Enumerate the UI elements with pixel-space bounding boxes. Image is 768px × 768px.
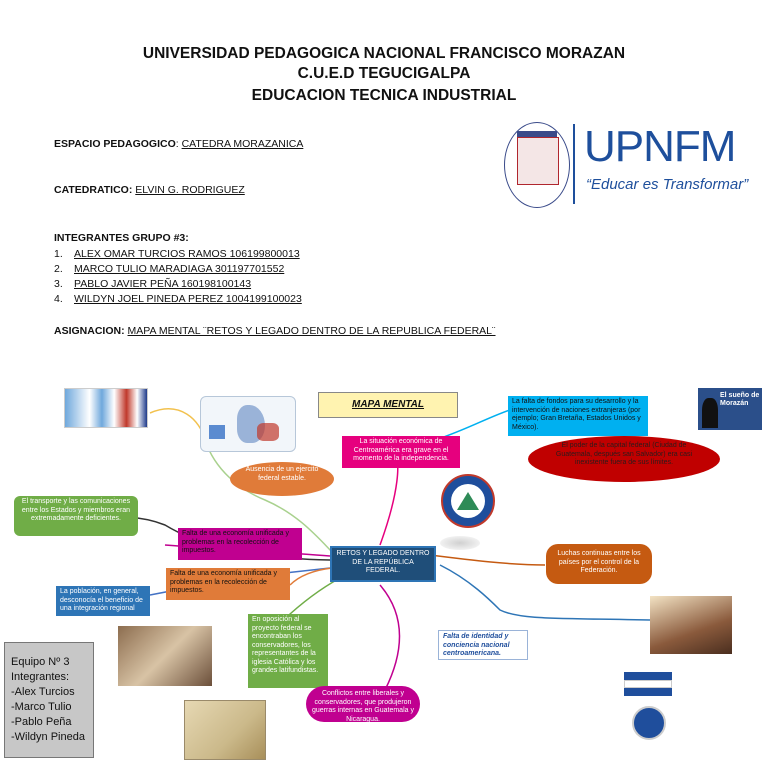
legend-line: Equipo Nº 3 — [11, 656, 70, 668]
mind-map-title: MAPA MENTAL — [318, 392, 458, 418]
member-item: 3.PABLO JAVIER PEÑA 160198100143 — [54, 278, 252, 290]
federal-flag-image — [624, 670, 674, 750]
node-economia-1: Falta de una economía unificada y proble… — [178, 528, 302, 560]
node-poblacion: La población, en general, desconocía el … — [56, 586, 150, 616]
node-luchas: Luchas continuas entre los países por el… — [546, 544, 652, 584]
espacio-label: ESPACIO PEDAGOGICO — [54, 138, 176, 150]
university-title: UNIVERSIDAD PEDAGOGICA NACIONAL FRANCISC… — [142, 45, 626, 62]
member-list: 1.ALEX OMAR TURCIOS RAMOS 106199800013 2… — [54, 247, 302, 307]
catedratico-value: ELVIN G. RODRIGUEZ — [135, 184, 245, 196]
integrantes-label: INTEGRANTES GRUPO #3: — [54, 232, 189, 244]
node-ejercito: Ausencia de un ejercito federal estable. — [230, 462, 334, 496]
legend-line: -Marco Tulio — [11, 701, 72, 713]
espacio-value: CATEDRA MORAZANICA — [181, 138, 304, 150]
espacio-line: ESPACIO PEDAGOGICO: CATEDRA MORAZANICA — [54, 138, 304, 150]
node-transporte: El transporte y las comunicaciones entre… — [14, 496, 138, 536]
node-situacion: La situación económica de Centroamérica … — [342, 436, 460, 468]
node-economia-2: Falta de una economía unificada y proble… — [166, 568, 290, 600]
morazan-image-label: El sueño de Morazán — [720, 392, 760, 407]
central-node: RETOS Y LEGADO DENTRO DE LA REPÚBLICA FE… — [330, 546, 436, 582]
asignacion-label: ASIGNACION: — [54, 325, 125, 337]
member-item: 4.WILDYN JOEL PINEDA PEREZ 1004199100023 — [54, 293, 302, 305]
shadow-decoration — [440, 536, 480, 550]
legend-line: -Alex Turcios — [11, 686, 75, 698]
node-poder: El poder de la capital federal (Ciudad d… — [528, 436, 720, 482]
legend-line: Integrantes: — [11, 671, 70, 683]
university-seal-icon — [504, 122, 570, 208]
node-identidad: Falta de identidad y conciencia nacional… — [438, 630, 528, 660]
upnfm-logo: UPNFM “Educar es Transformar” — [500, 118, 760, 210]
logo-text: UPNFM — [584, 122, 736, 171]
old-map-image — [184, 700, 266, 760]
morazan-image: El sueño de Morazán — [698, 388, 762, 430]
legend-line: -Wildyn Pineda — [11, 731, 85, 743]
node-fondos: La falta de fondos para su desarrollo y … — [508, 396, 648, 436]
map-central-america-image — [200, 396, 296, 452]
logo-slogan: “Educar es Transformar” — [586, 176, 749, 193]
member-item: 2.MARCO TULIO MARADIAGA 301197701552 — [54, 263, 285, 275]
node-oposicion: En oposición al proyecto federal se enco… — [248, 614, 328, 688]
asignacion-line: ASIGNACION: MAPA MENTAL ¨RETOS Y LEGADO … — [54, 325, 496, 337]
catedratico-line: CATEDRATICO: ELVIN G. RODRIGUEZ — [54, 184, 245, 196]
flags-image — [64, 388, 148, 428]
department-title: EDUCACION TECNICA INDUSTRIAL — [251, 87, 517, 104]
asignacion-value: MAPA MENTAL ¨RETOS Y LEGADO DENTRO DE LA… — [127, 325, 496, 337]
node-conflictos: Conflictos entre liberales y conservador… — [306, 686, 420, 723]
federal-emblem-image — [441, 474, 495, 528]
portrait-image — [118, 626, 212, 686]
team-legend: Equipo Nº 3 Integrantes: -Alex Turcios -… — [4, 642, 94, 758]
catedratico-label: CATEDRATICO: — [54, 184, 133, 196]
member-item: 1.ALEX OMAR TURCIOS RAMOS 106199800013 — [54, 248, 300, 260]
legend-line: -Pablo Peña — [11, 716, 72, 728]
campus-title: C.U.E.D TEGUCIGALPA — [297, 65, 471, 82]
battle-painting-image — [650, 596, 732, 654]
